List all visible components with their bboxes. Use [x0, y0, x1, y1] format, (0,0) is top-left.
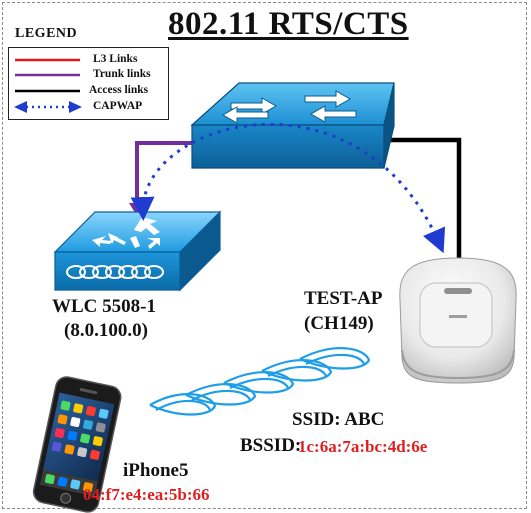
- ssid-label: SSID: ABC: [292, 409, 385, 430]
- ap-name: TEST-AP: [304, 288, 383, 309]
- diagram-title: 802.11 RTS/CTS: [168, 6, 409, 42]
- legend-heading: LEGEND: [15, 26, 78, 41]
- access-link-switch-ap: [384, 137, 462, 262]
- bssid-label: BSSID:: [240, 435, 302, 456]
- wlan-controller-icon: [53, 210, 222, 292]
- legend-line-capwap: [14, 101, 82, 113]
- legend-label-l3: L3 Links: [93, 53, 138, 65]
- smartphone-icon: [32, 376, 122, 513]
- bssid-value: 1c:6a:7a:bc:4d:6e: [298, 437, 428, 456]
- capwap-tunnel: [130, 122, 446, 254]
- ap-channel: (CH149): [304, 313, 374, 334]
- layer2-switch-icon: [190, 82, 395, 169]
- legend-lines: [14, 58, 82, 113]
- access-point-icon: [399, 257, 517, 384]
- phone-name: iPhone5: [123, 460, 189, 481]
- legend-label-access: Access links: [89, 84, 149, 96]
- wlc-version: (8.0.100.0): [64, 320, 148, 341]
- phone-mac: 04:f7:e4:ea:5b:66: [83, 485, 210, 504]
- diagram-border: [2, 2, 527, 509]
- wlc-name: WLC 5508-1: [52, 296, 156, 317]
- legend-label-capwap: CAPWAP: [93, 100, 143, 112]
- trunk-link-switch-wlc: [135, 141, 194, 214]
- legend-label-trunk: Trunk links: [93, 68, 151, 80]
- radio-waves-icon: [149, 347, 371, 416]
